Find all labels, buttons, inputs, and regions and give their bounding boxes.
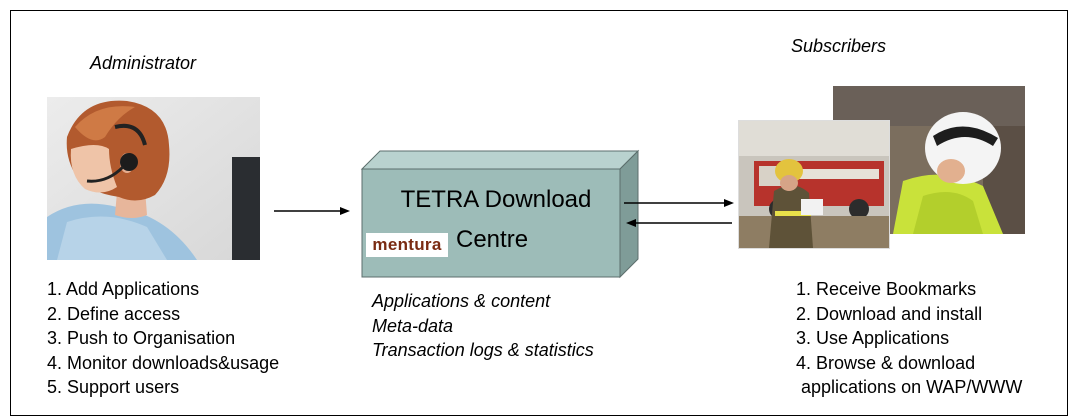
- subscriber-step: 2. Download and install: [796, 303, 983, 324]
- administrator-steps: 1. Add Applications 2. Define access 3. …: [47, 277, 279, 400]
- administrator-step: 5. Support users: [47, 377, 180, 397]
- centre-content-item: Applications & content: [372, 291, 551, 311]
- centre-content-item: Meta-data: [372, 315, 454, 336]
- firefighter-with-fire-truck-photo-icon: [739, 121, 889, 248]
- centre-content-item: Transaction logs & statistics: [372, 340, 594, 360]
- bidirectional-arrows-icon: [624, 199, 734, 227]
- arrow-right-icon: [274, 207, 350, 215]
- subscribers-steps: 1. Receive Bookmarks 2. Download and ins…: [796, 277, 1022, 400]
- administrator-step: 3. Push to Organisation: [47, 328, 236, 348]
- centre-title-line2: Centre: [456, 226, 529, 253]
- administrator-step: 1. Add Applications: [47, 279, 200, 299]
- subscriber-step: 3. Use Applications: [796, 328, 950, 348]
- firefighter-photo: [739, 121, 889, 248]
- diagram-frame: [10, 10, 1068, 416]
- centre-contents: Applications & content Meta-data Transac…: [372, 289, 594, 363]
- subscribers-label: Subscribers: [791, 36, 887, 56]
- subscriber-step: 4. Browse & download: [796, 352, 976, 373]
- administrator-label: Administrator: [90, 53, 197, 73]
- subscriber-step: applications on WAP/WWW: [796, 377, 1023, 397]
- administrator-step: 4. Monitor downloads&usage: [47, 352, 280, 373]
- administrator-photo: [47, 97, 260, 260]
- administrator-step: 2. Define access: [47, 303, 181, 324]
- download-centre-box: [360, 149, 640, 279]
- woman-with-headset-photo-icon: [47, 97, 260, 260]
- centre-title-line1: TETRA Download: [400, 186, 592, 213]
- mentura-logo: mentura: [366, 233, 448, 257]
- subscriber-step: 1. Receive Bookmarks: [796, 279, 977, 299]
- centre-title: TETRA Download: [369, 185, 623, 214]
